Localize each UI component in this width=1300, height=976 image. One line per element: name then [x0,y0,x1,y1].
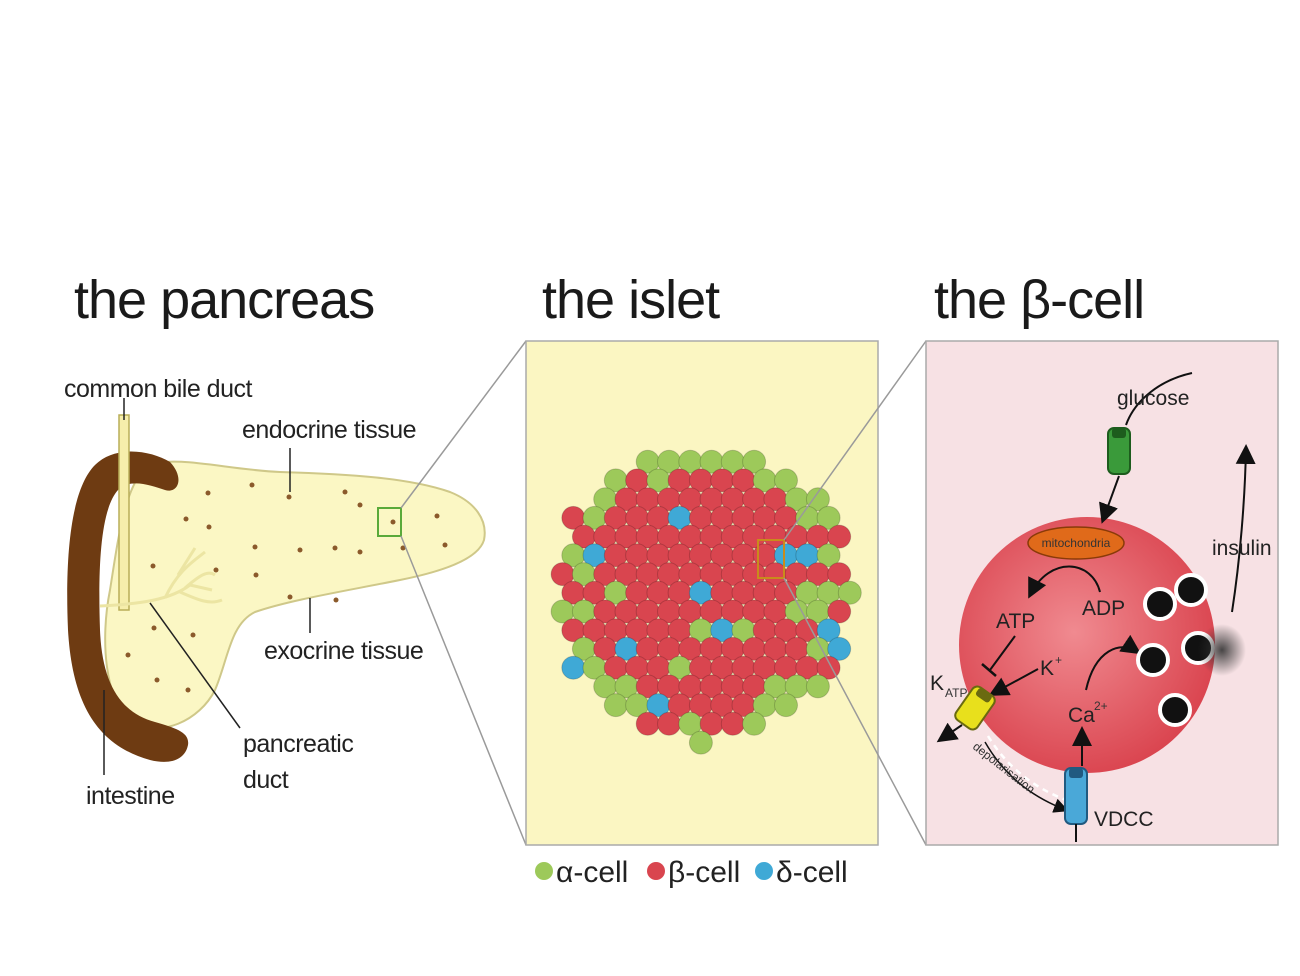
alpha-cell [816,505,841,530]
title-pancreas: the pancreas [74,270,374,330]
pancreas-zoom-box [377,507,402,537]
legend-delta-swatch [755,862,773,880]
exocytosis-icon [1198,624,1246,676]
ca-to-granules-arrow [1085,634,1142,691]
beta-cell [827,562,852,587]
beta-cell-body [959,517,1215,773]
label-pancreatic-duct-line1: pancreatic [243,730,353,758]
legend-alpha-label: α-cell [556,856,628,889]
pancreas-leader-lines [103,398,311,775]
label-k-ion: K [1040,657,1054,680]
alpha-cell [837,580,862,605]
adp-atp-arrow [1028,565,1101,599]
delta-cell [827,636,852,661]
delta-cell [561,655,586,680]
k-ion-arrow [988,668,1039,696]
beta-cell [827,524,852,549]
islet-panel [525,340,879,846]
insulin-secretion-arrow [1231,444,1256,613]
beta-cell [720,711,745,736]
islet-cells [550,449,862,755]
pancreas-panel: common bile duct endocrine tissue exocri… [64,375,486,810]
intestine-shape [67,451,189,762]
label-ca-ion-sup: 2+ [1094,699,1108,713]
title-islet: the islet [542,270,720,330]
common-bile-duct-shape [118,414,130,611]
legend-alpha-swatch [535,862,553,880]
atp-inhibition-line [989,635,1016,671]
legend-beta-label: β-cell [668,856,740,889]
alpha-cell [816,543,841,568]
label-k-atp-sub: ATP [945,686,967,700]
alpha-cell [774,468,798,493]
alpha-cell [774,693,798,718]
glucose-transporter-cap-icon [1112,428,1126,438]
alpha-cell [603,693,628,718]
zoom-lines-islet-beta [783,340,927,846]
pancreas-body [104,460,486,730]
label-mitochondria: mitochondria [1042,536,1111,550]
label-adp: ADP [1082,597,1125,620]
alpha-cell [805,674,830,699]
glucose-to-mito-arrow [1099,475,1120,524]
alpha-cell [742,449,767,474]
beta-cell [827,599,852,624]
label-glucose: glucose [1117,387,1189,410]
k-atp-channel-icon [954,685,996,731]
title-beta-cell: the β-cell [934,270,1144,330]
delta-cell [816,618,841,643]
endocrine-dots [125,482,448,693]
label-k-ion-sup: + [1055,653,1062,667]
label-insulin: insulin [1212,537,1272,560]
pancreatic-duct-shape [99,547,223,608]
atp-inhibition-bar [981,663,997,677]
label-exocrine-tissue: exocrine tissue [264,637,423,665]
legend: α-cell β-cell δ-cell [535,856,848,889]
label-intestine: intestine [86,782,175,810]
label-endocrine-tissue: endocrine tissue [242,416,416,444]
mitochondria-icon [1027,526,1125,560]
beta-cell [657,711,681,736]
label-atp: ATP [996,610,1035,633]
beta-cell [635,711,660,736]
alpha-cell [742,711,767,736]
legend-delta-label: δ-cell [776,856,848,889]
label-k-atp: K [930,672,944,695]
beta-cell-panel: glucose mitochondria ATP ADP K + K ATP d… [925,340,1279,846]
alpha-cell [688,730,713,755]
label-ca-ion: Ca [1068,704,1095,727]
k-out-arrow [936,722,963,743]
islet-zoom-box [757,539,785,579]
label-vdcc: VDCC [1094,808,1154,831]
legend-beta-swatch [647,862,665,880]
alpha-cell [805,487,830,512]
zoom-lines-pancreas-islet [400,340,527,846]
depolarisation-arrow [984,741,1069,813]
label-pancreatic-duct-line2: duct [243,766,289,794]
depolarisation-arc [986,735,1067,802]
glucose-arrow [1125,372,1193,426]
vdcc-cap-icon [1069,768,1083,778]
label-common-bile-duct: common bile duct [64,375,252,403]
